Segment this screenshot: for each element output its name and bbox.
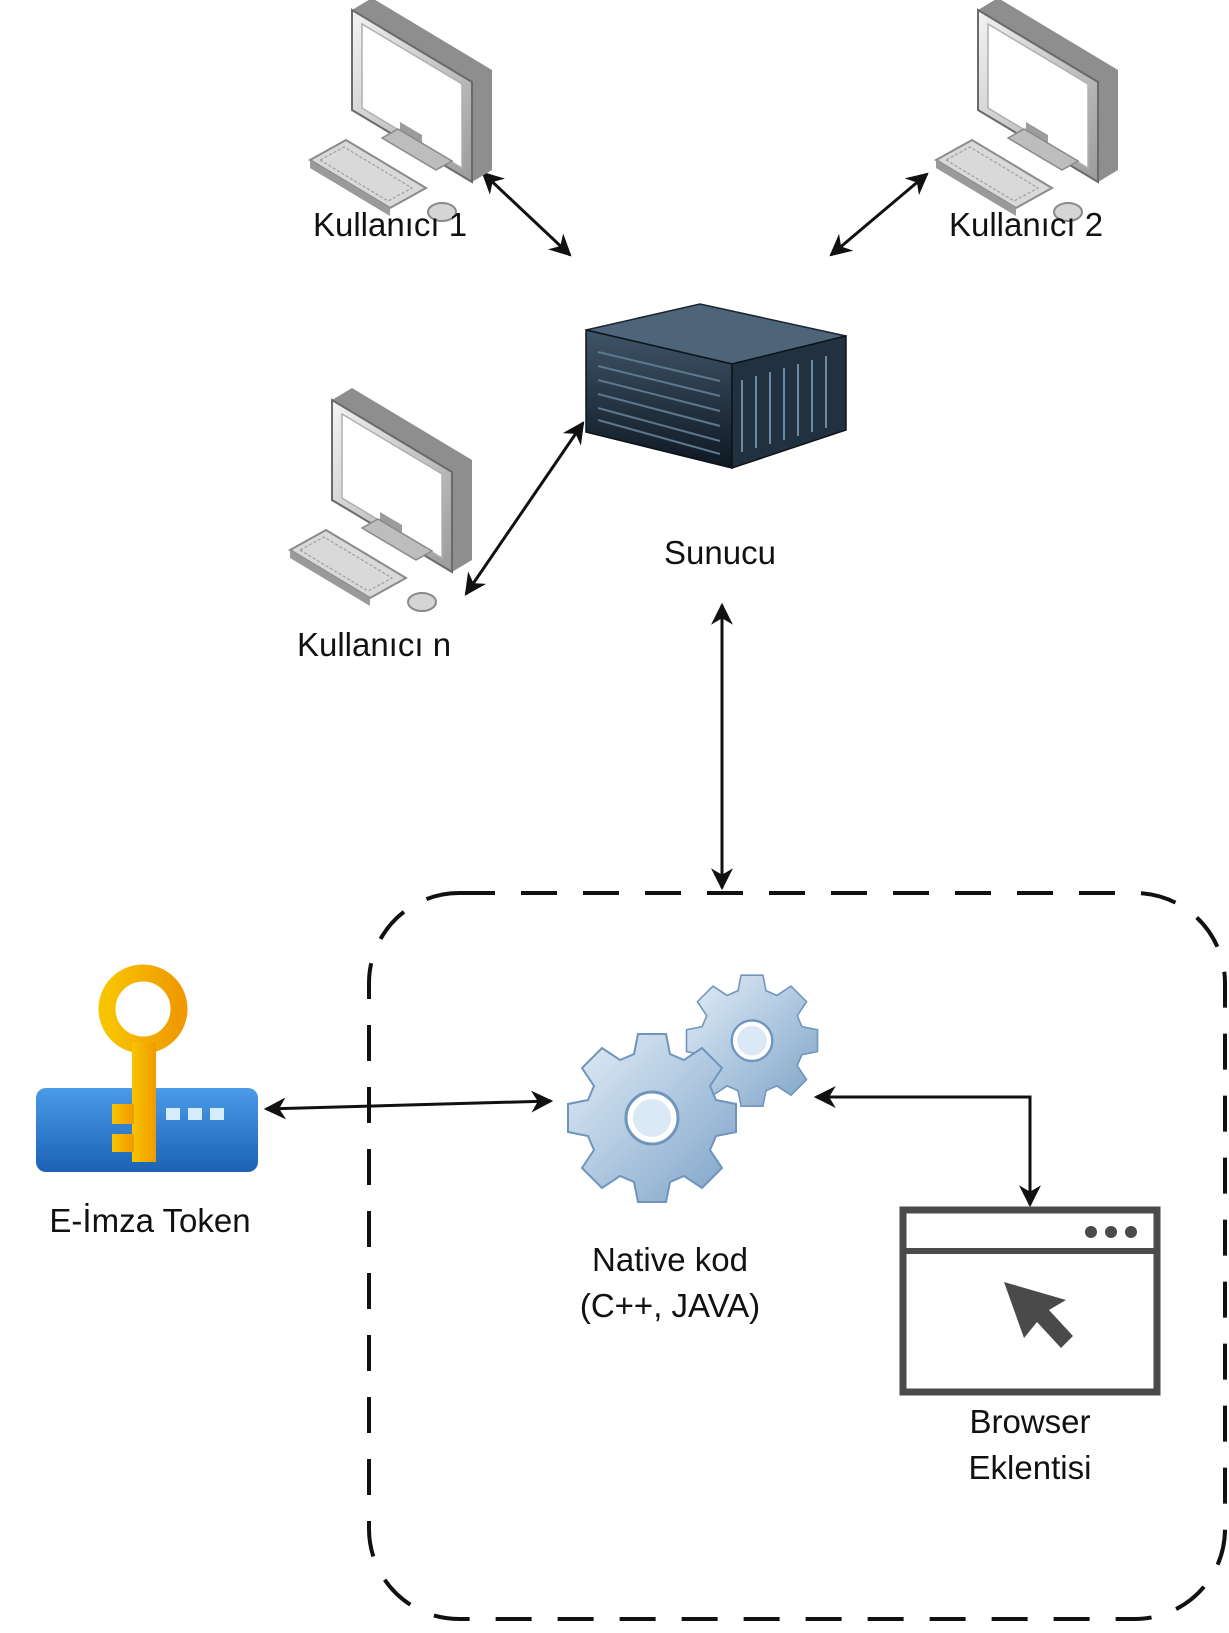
desktop-computer-icon	[935, 0, 1119, 222]
user2-label: Kullanıcı 2	[948, 206, 1104, 243]
gears-icon	[566, 973, 819, 1204]
edge-native-browser	[813, 1086, 1041, 1208]
native-label-line1: Native kod	[592, 1241, 748, 1278]
edge-user2-server	[829, 172, 929, 257]
desktop-computer-icon	[309, 0, 493, 222]
token-label: E-İmza Token	[49, 1202, 251, 1239]
browser-window-icon	[899, 1206, 1161, 1396]
edge-usern-server	[464, 421, 585, 596]
local-group-boundary	[367, 891, 1227, 1621]
connectors	[263, 171, 1041, 1208]
server-rack-icon	[585, 303, 847, 470]
usern-label: Kullanıcı n	[296, 626, 452, 663]
server-label: Sunucu	[664, 534, 776, 571]
key-token-icon	[36, 964, 258, 1172]
edge-token-native	[263, 1090, 554, 1120]
browser-label-line2: Eklentisi	[968, 1449, 1092, 1486]
edge-user1-server	[481, 171, 572, 257]
desktop-computer-icon	[289, 387, 473, 612]
user1-label: Kullanıcı 1	[312, 206, 468, 243]
browser-label-line1: Browser	[969, 1403, 1091, 1440]
native-label-line2: (C++, JAVA)	[579, 1287, 761, 1324]
